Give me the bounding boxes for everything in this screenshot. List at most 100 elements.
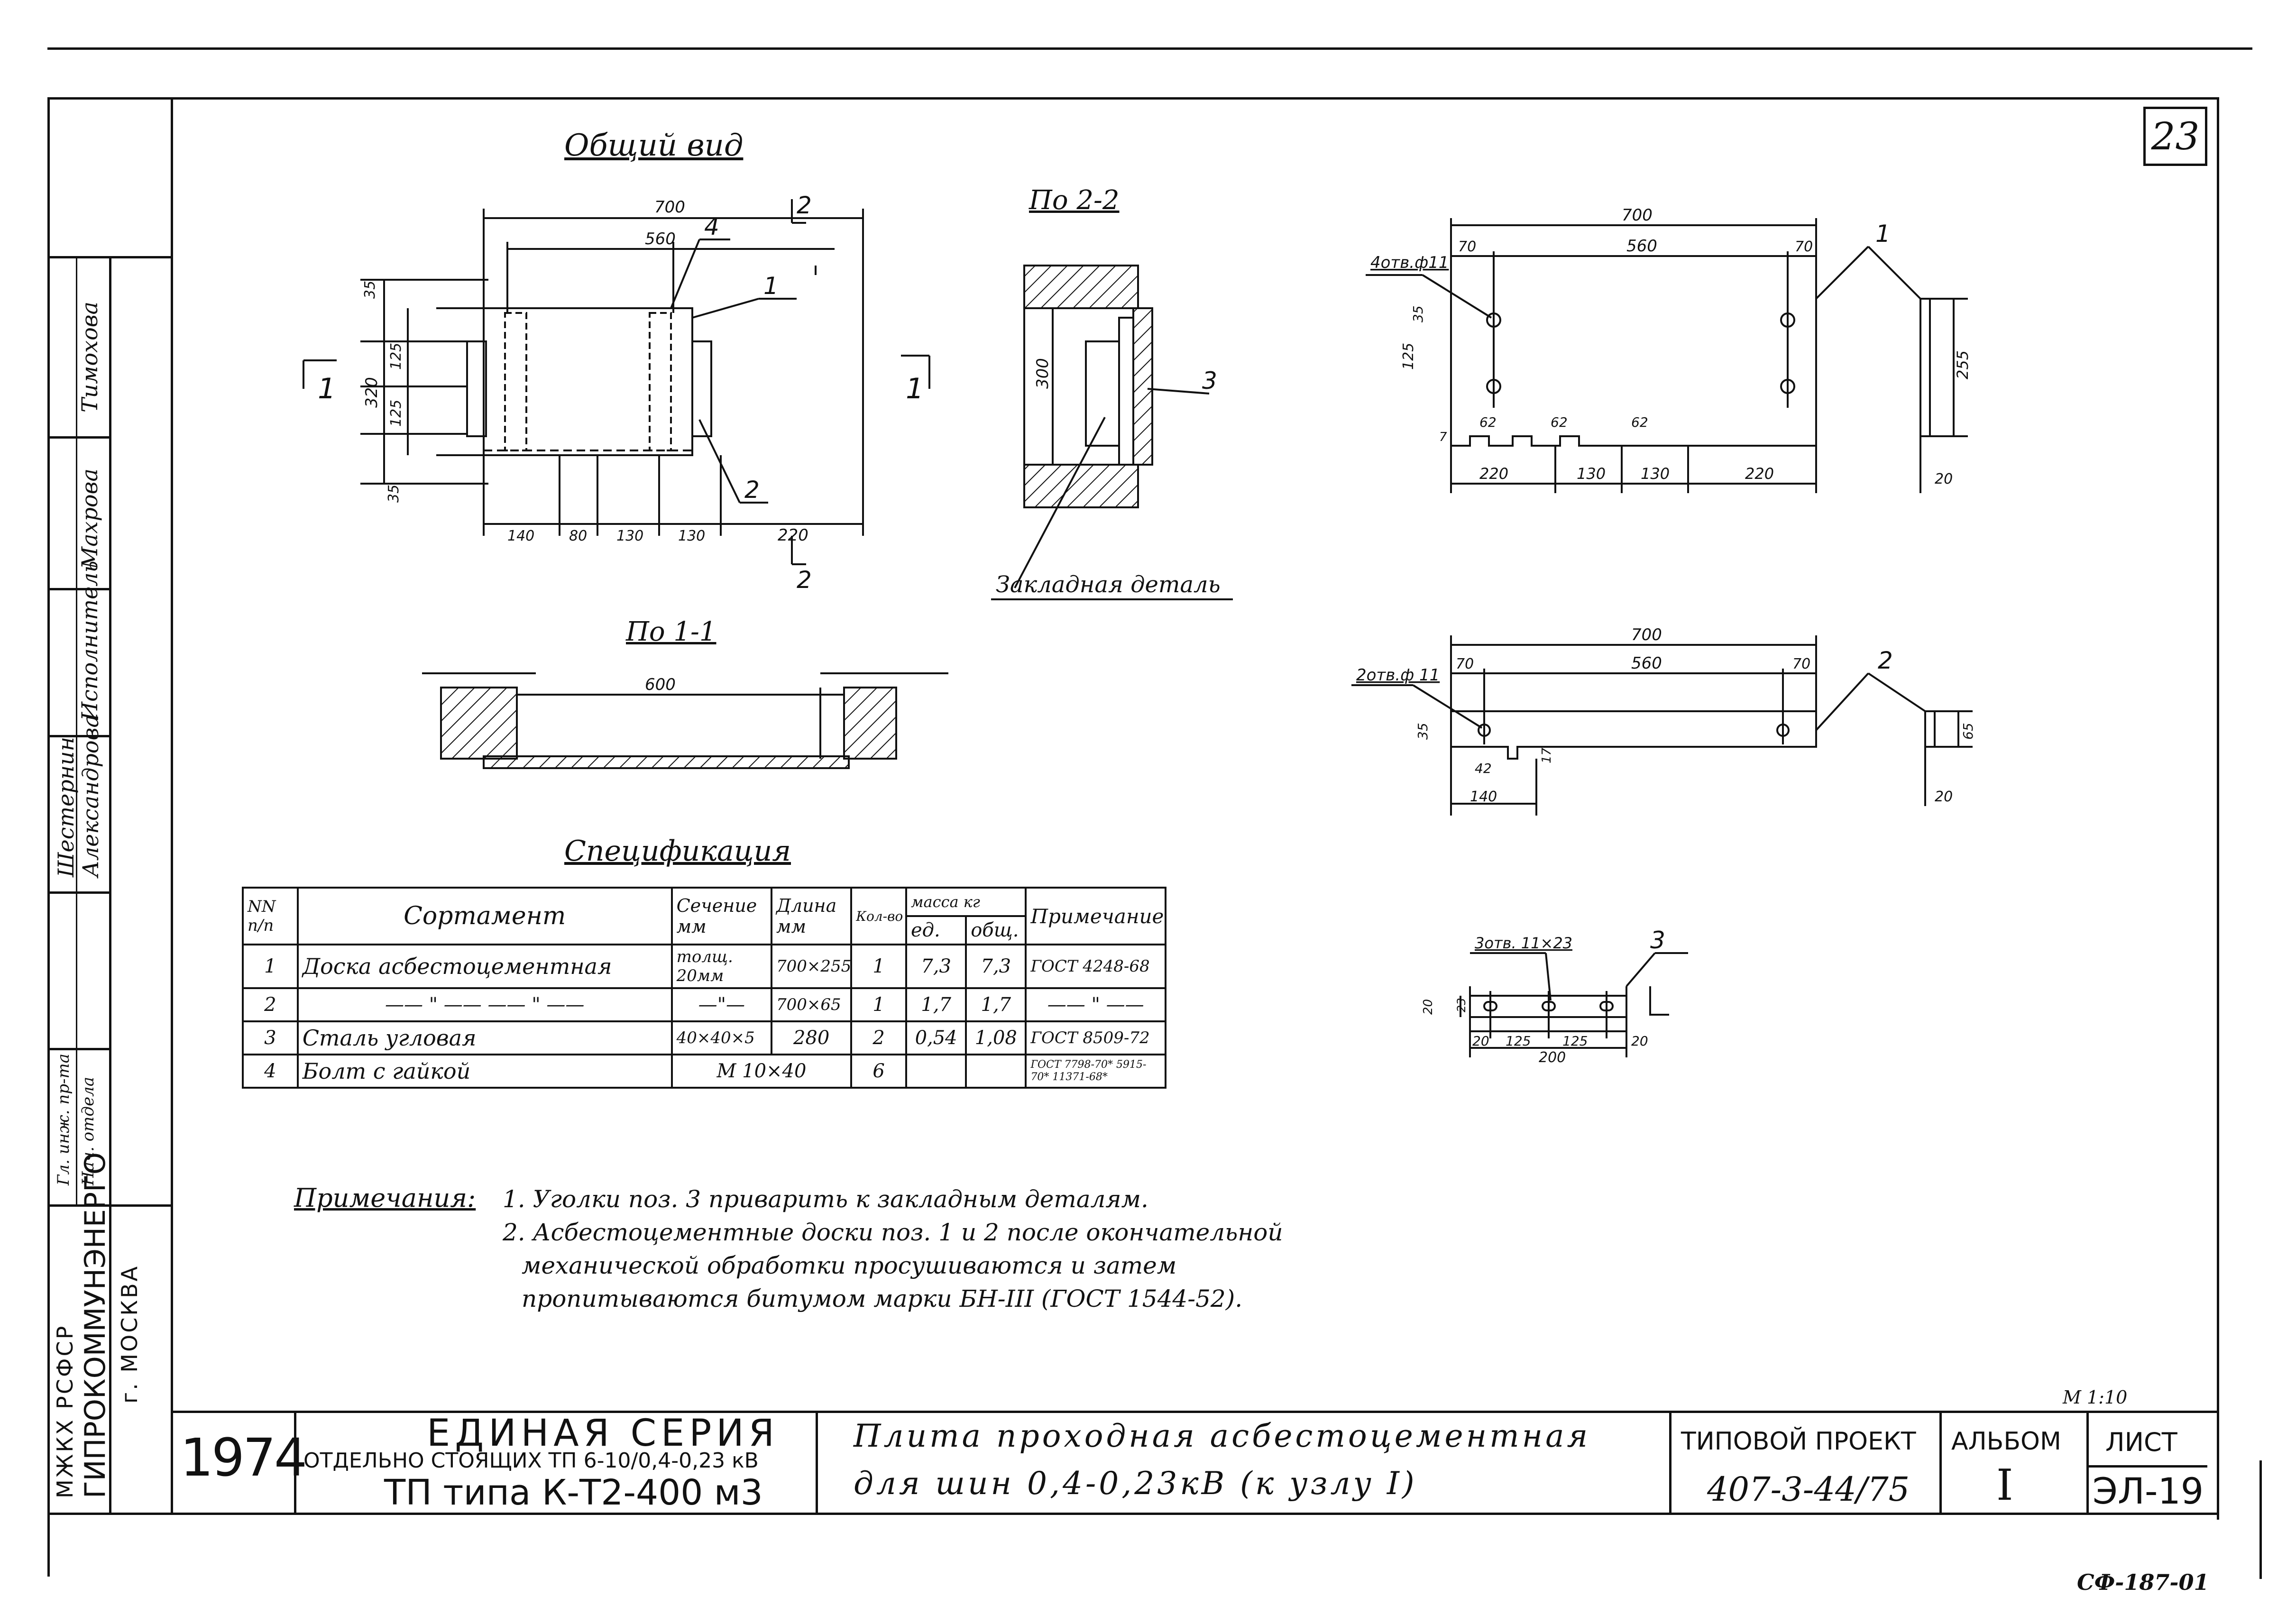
p3-dim-20b: 20: [1472, 1033, 1489, 1049]
gv-dim-140: 140: [507, 528, 534, 544]
spec-table: NN п/п Сортамент Сечение мм Длина мм Кол…: [242, 887, 1166, 1089]
tb-name-line2: для шин 0,4-0,23кВ (к узлу I): [854, 1465, 1417, 1502]
gv-pos4: 4: [704, 213, 719, 240]
p3-dim-23: 23: [1455, 998, 1468, 1012]
s22-pos3: 3: [1202, 367, 1217, 395]
spec-r2-m1: 1,7: [905, 987, 967, 1022]
sheet-number: 23: [2151, 114, 2200, 158]
spec-h-length: Длина мм: [770, 887, 853, 945]
table-row: 2 —— " —— —— " —— —"— 700×65 1 1,7 1,7 —…: [242, 987, 1166, 1022]
gv-section-2-bottom: 2: [797, 566, 812, 594]
gv-section-1-right: 1: [906, 372, 924, 405]
part1-drawing: 4отв.ф11 700 70 560 70 35 125 62 62 62 7…: [1366, 206, 1972, 493]
gv-dim-700: 700: [654, 198, 685, 217]
spec-r1-length: 700×255: [770, 944, 853, 989]
section-22-title: По 2-2: [1029, 185, 1120, 216]
right-edge-mark: [2259, 1460, 2262, 1579]
p1-dim-62b: 62: [1551, 414, 1568, 430]
spec-r3-section: 40×40×5: [670, 1020, 772, 1055]
spec-r2-note: —— " ——: [1025, 987, 1166, 1022]
spec-r4-section: М 10×40: [670, 1054, 853, 1089]
p2-dim-560: 560: [1631, 654, 1662, 673]
p1-dim-62c: 62: [1631, 414, 1648, 430]
p2-dim-70a: 70: [1456, 656, 1474, 672]
gv-dim-125b: 125: [388, 400, 404, 427]
spec-r4-qty: 6: [850, 1054, 907, 1089]
embedded-part-label: Закладная деталь: [996, 571, 1221, 598]
p2-dim-65: 65: [1960, 723, 1976, 740]
spec-r3-qty: 2: [850, 1020, 907, 1055]
p1-holes: 4отв.ф11: [1370, 253, 1449, 272]
spec-r1-m1: 7,3: [905, 944, 967, 989]
spec-h-mass-unit: ед.: [905, 915, 967, 945]
note-line-4: пропитываются битумом марки БН-III (ГОСТ…: [522, 1285, 1243, 1312]
p1-dim-560: 560: [1626, 237, 1657, 256]
signature-timokhova: Тимохова: [77, 302, 102, 413]
scale-label: М 1:10: [2063, 1387, 2128, 1408]
spec-r2-length: 700×65: [770, 987, 853, 1022]
spec-r1-qty: 1: [850, 944, 907, 989]
spec-r4-note: ГОСТ 7798-70* 5915-70* 11371-68*: [1025, 1054, 1166, 1089]
spec-r3-length: 280: [770, 1020, 853, 1055]
tb-div-2: [816, 1411, 818, 1515]
spec-r2-section: —"—: [670, 987, 772, 1022]
part3-drawing: 3отв. 11×23 20 23 20 125 125 20 200 3: [1421, 927, 1688, 1066]
gv-dim-80: 80: [569, 528, 587, 544]
p2-dim-42: 42: [1475, 761, 1492, 776]
p3-dim-125a: 125: [1506, 1033, 1531, 1049]
spec-r1-section: толщ. 20мм: [670, 944, 772, 989]
gv-dim-130b: 130: [678, 528, 705, 544]
p2-holes: 2отв.ф 11: [1356, 666, 1440, 685]
gv-pos1: 1: [763, 272, 779, 300]
p1-dim-70a: 70: [1458, 239, 1476, 255]
spec-h-section: Сечение мм: [670, 887, 772, 945]
gv-section-2-top: 2: [797, 192, 812, 219]
tb-tp-type: ТП типа К-Т2-400 м3: [384, 1472, 763, 1513]
spec-h-mass: масса кг: [905, 887, 1027, 917]
tb-album-num: I: [1996, 1460, 2013, 1510]
spec-r4-n: 4: [242, 1054, 299, 1089]
spec-r3-n: 3: [242, 1020, 299, 1055]
section-22-drawing: 300 3: [1014, 265, 1217, 588]
tb-div-3: [1669, 1411, 1671, 1515]
p2-dim-20: 20: [1935, 789, 1953, 805]
s11-dim-600: 600: [645, 675, 676, 694]
p3-pos: 3: [1650, 927, 1665, 954]
general-view-drawing: 700 560 35 125 320 125 35 140 80 130 130…: [303, 192, 930, 594]
section-11-title: По 1-1: [626, 616, 716, 647]
table-row: 3 Сталь угловая 40×40×5 280 2 0,54 1,08 …: [242, 1020, 1166, 1055]
notes-label: Примечания:: [294, 1183, 476, 1213]
tb-sheet-label: ЛИСТ: [2105, 1427, 2177, 1457]
p1-dim-35: 35: [1410, 305, 1426, 322]
spec-h-qty: Кол-во: [850, 887, 907, 945]
spec-h-mass-total: общ.: [965, 915, 1027, 945]
p1-dim-220a: 220: [1479, 465, 1508, 483]
left-strip: Тимохова Махрова Исполнитель Шестернин А…: [47, 256, 171, 1513]
embedded-part-underline: [991, 598, 1233, 600]
p1-dim-700: 700: [1622, 206, 1653, 225]
spec-r3-name: Сталь угловая: [296, 1020, 673, 1055]
spec-r2-name: —— " —— —— " ——: [296, 987, 673, 1022]
p3-dim-20c: 20: [1631, 1033, 1648, 1049]
spec-r1-name: Доска асбестоцементная: [296, 944, 673, 989]
p1-dim-20: 20: [1935, 471, 1953, 487]
p1-pos: 1: [1875, 220, 1891, 248]
gv-dim-220: 220: [778, 526, 808, 545]
frame-inner-left: [171, 97, 173, 1513]
tb-sheet-num-box: ЭЛ-19: [2089, 1465, 2207, 1515]
p3-dim-125b: 125: [1562, 1033, 1588, 1049]
org-giprokommunenergo: ГИПРОКОММУНЭНЕРГО: [79, 1152, 112, 1498]
spec-r4-m1: [905, 1054, 967, 1089]
table-row: 1 Доска асбестоцементная толщ. 20мм 700×…: [242, 944, 1166, 989]
name-aleksandrova: Александрова: [78, 715, 103, 877]
frame-bottom: [47, 1513, 2219, 1515]
p2-dim-70b: 70: [1792, 656, 1810, 672]
org-city: г. МОСКВА: [117, 1264, 142, 1404]
note-line-3: механической обработки просушиваются и з…: [522, 1252, 1177, 1279]
tb-name-line1: Плита проходная асбестоцементная: [854, 1418, 1591, 1454]
spec-r1-n: 1: [242, 944, 299, 989]
s22-dim-300: 300: [1033, 358, 1052, 389]
tb-proj-num: 407-3-44/75: [1707, 1470, 1910, 1509]
note-line-2: 2. Асбестоцементные доски поз. 1 и 2 пос…: [503, 1219, 1283, 1246]
spec-r3-m2: 1,08: [965, 1020, 1027, 1055]
